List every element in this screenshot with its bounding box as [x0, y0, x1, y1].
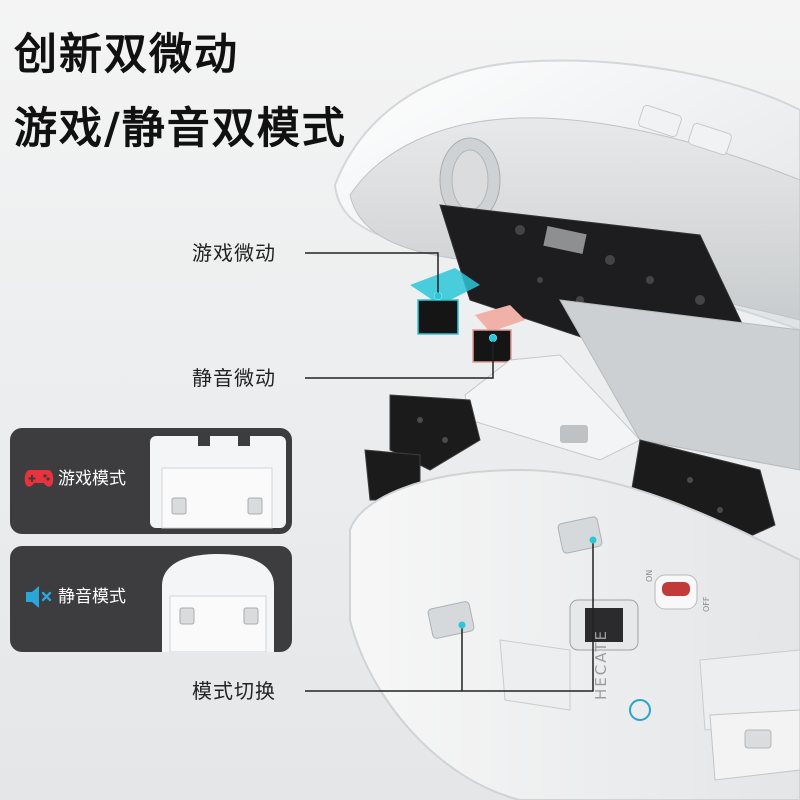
bottom-shell: [349, 468, 800, 800]
callout-mode-switch: 模式切换: [192, 679, 276, 703]
callout-game-switch: 游戏微动: [192, 241, 276, 265]
silent-micro-switch: [472, 305, 525, 363]
switch-off-label: OFF: [702, 596, 711, 612]
switch-on-label: ON: [645, 570, 654, 582]
game-micro-switch: [410, 268, 480, 335]
callout-silent-switch: 静音微动: [192, 366, 276, 390]
headline-line-2: 游戏/静音双模式: [14, 104, 347, 154]
callout-endpoints: [434, 292, 597, 629]
game-mode-mouse-illustration: [150, 436, 286, 529]
game-mode-card: 游戏模式: [10, 428, 292, 534]
silent-mode-label: 静音模式: [58, 587, 126, 607]
silent-mode-mouse-illustration: [162, 554, 274, 652]
internal-frame: [464, 299, 800, 471]
game-mode-label: 游戏模式: [58, 469, 126, 489]
callout-leader-lines: [305, 252, 594, 692]
silent-mode-card: 静音模式: [10, 546, 292, 652]
headline-line-1: 创新双微动: [14, 30, 239, 80]
brand-mark: HECATE: [592, 629, 610, 700]
